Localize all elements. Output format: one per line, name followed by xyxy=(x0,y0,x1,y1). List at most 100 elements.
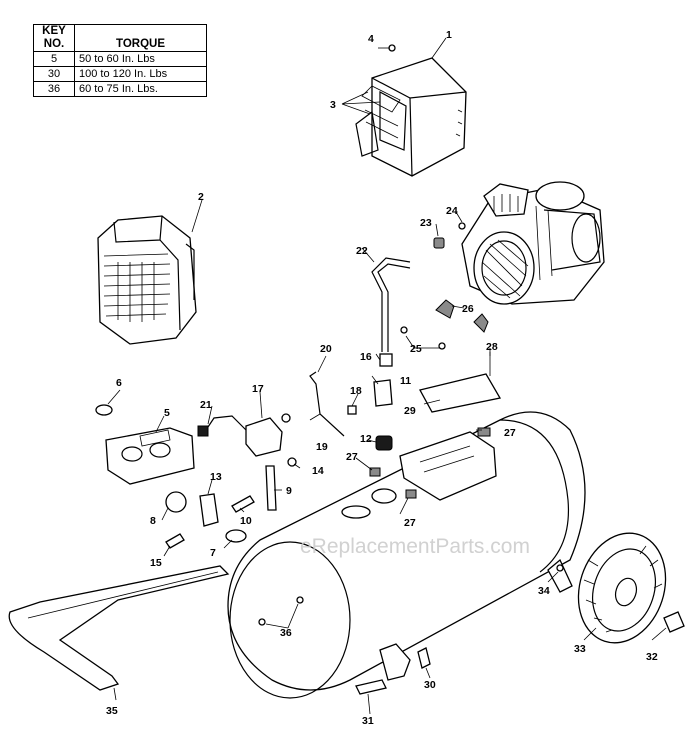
part-18-fitting xyxy=(347,405,357,415)
part-21-cord xyxy=(205,415,247,431)
torque-header: TORQUE xyxy=(74,24,207,52)
callout-5: 5 xyxy=(164,407,170,419)
part-10-nipple xyxy=(231,495,255,513)
callout-10: 10 xyxy=(240,515,252,527)
part-24-washer xyxy=(458,222,466,230)
callout-1: 1 xyxy=(446,29,452,41)
part-32-axle xyxy=(663,611,685,633)
fittings-upper xyxy=(388,44,489,350)
callout-27b: 27 xyxy=(346,451,358,463)
part-5-manifold xyxy=(105,427,195,485)
tank-flange xyxy=(341,505,371,519)
callout-32: 32 xyxy=(646,651,658,663)
wheel-bracket xyxy=(547,558,573,593)
callout-36: 36 xyxy=(280,627,292,639)
callout-19: 19 xyxy=(316,441,328,453)
callout-31: 31 xyxy=(362,715,374,727)
callout-30: 30 xyxy=(424,679,436,691)
tank xyxy=(227,411,586,699)
part-27-pad xyxy=(477,427,491,437)
callout-8: 8 xyxy=(150,515,156,527)
callout-2: 2 xyxy=(198,191,204,203)
callout-27c: 27 xyxy=(404,517,416,529)
callout-34: 34 xyxy=(538,585,550,597)
key-header-line2: NO. xyxy=(43,38,65,50)
callout-21: 21 xyxy=(200,399,212,411)
torque-cell: 100 to 120 In. Lbs xyxy=(74,66,207,82)
key-header-line1: KEY xyxy=(42,25,66,37)
part-2-cover xyxy=(97,215,197,345)
callout-12: 12 xyxy=(360,433,372,445)
tank-foot xyxy=(379,643,411,681)
callout-labels: 1 2 3 4 5 6 7 8 9 10 11 12 13 14 15 16 1… xyxy=(106,29,658,727)
callout-29: 29 xyxy=(404,405,416,417)
part-27-pad xyxy=(369,467,381,477)
callout-15: 15 xyxy=(150,557,162,569)
part-7-collar xyxy=(225,529,247,543)
part-25-screw xyxy=(400,326,408,334)
callout-18: 18 xyxy=(350,385,362,397)
motor-pump-assembly xyxy=(461,181,605,305)
part-12-nut xyxy=(375,435,393,451)
callout-20: 20 xyxy=(320,343,332,355)
leader-lines xyxy=(107,37,667,715)
part-16-fitting xyxy=(379,353,393,367)
part-11-check-valve xyxy=(373,379,393,407)
callout-25: 25 xyxy=(410,343,422,355)
callout-35: 35 xyxy=(106,705,118,717)
table-row: 5 50 to 60 In. Lbs xyxy=(33,51,207,67)
table-row: 36 60 to 75 In. Lbs. xyxy=(33,81,207,97)
tank-port xyxy=(371,488,397,504)
callout-28: 28 xyxy=(486,341,498,353)
part-8-gauge xyxy=(165,491,187,513)
key-no-header: KEY NO. xyxy=(33,24,75,52)
part-26-bracket xyxy=(435,299,455,319)
callout-27a: 27 xyxy=(504,427,516,439)
torque-cell: 50 to 60 In. Lbs xyxy=(74,51,207,67)
torque-table: KEY NO. TORQUE 5 50 to 60 In. Lbs 30 100… xyxy=(33,24,207,97)
mounting-bracket xyxy=(399,431,497,501)
part-1-shroud xyxy=(355,57,467,177)
part-33-wheel xyxy=(577,532,667,644)
watermark-text: eReplacementParts.com xyxy=(300,535,530,558)
part-23-nut xyxy=(433,237,445,249)
part-35-handle xyxy=(8,565,230,691)
torque-cell: 60 to 75 In. Lbs. xyxy=(74,81,207,97)
callout-24: 24 xyxy=(446,205,458,217)
part-6-cap xyxy=(95,404,113,416)
table-row: 30 100 to 120 In. Lbs xyxy=(33,66,207,82)
part-25-screw-b xyxy=(438,342,446,350)
callout-7: 7 xyxy=(210,547,216,559)
part-26-bracket-b xyxy=(473,313,489,333)
part-20-rod xyxy=(309,371,345,437)
part-19-fitting xyxy=(281,413,291,423)
callout-23: 23 xyxy=(420,217,432,229)
callout-33: 33 xyxy=(574,643,586,655)
callout-14: 14 xyxy=(312,465,324,477)
part-13-regulator xyxy=(199,493,219,527)
part-29-plate xyxy=(419,373,502,413)
part-31-foot-pad xyxy=(355,679,387,695)
callout-9: 9 xyxy=(286,485,292,497)
key-cell: 36 xyxy=(33,81,75,97)
part-36-screw-b xyxy=(258,618,266,626)
key-cell: 30 xyxy=(33,66,75,82)
part-9-tube xyxy=(265,465,277,511)
callout-17: 17 xyxy=(252,383,264,395)
part-36-screw xyxy=(296,596,304,604)
part-30-drain-valve xyxy=(417,647,431,669)
callout-6: 6 xyxy=(116,377,122,389)
callout-22: 22 xyxy=(356,245,368,257)
part-34-nut xyxy=(556,564,564,572)
callout-3: 3 xyxy=(330,99,336,111)
callout-4: 4 xyxy=(368,33,374,45)
part-21-plug xyxy=(197,425,209,437)
callout-11: 11 xyxy=(400,375,411,387)
part-17-switch xyxy=(245,417,283,457)
part-22-tube xyxy=(371,257,411,352)
callout-26: 26 xyxy=(462,303,474,315)
torque-table-header-row: KEY NO. TORQUE xyxy=(33,24,207,52)
part-27-pad xyxy=(405,489,417,499)
